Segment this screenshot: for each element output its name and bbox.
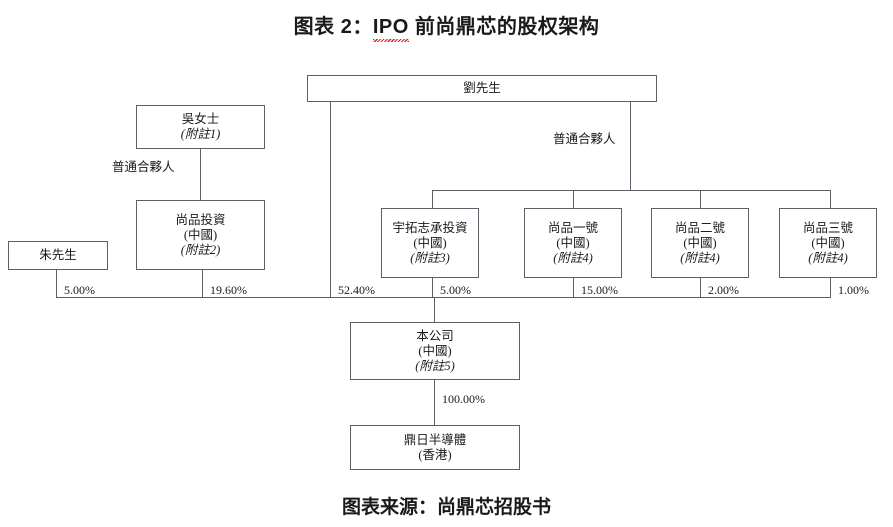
node-zhu[interactable]: 朱先生 xyxy=(8,241,108,270)
gp-distribution-bar xyxy=(432,190,831,191)
node-dingri-region: (香港) xyxy=(418,447,452,462)
edge-label-gp-left: 普通合夥人 xyxy=(110,160,177,174)
connector-wu-to-shangpin-investment xyxy=(200,149,201,200)
ownership-collection-bus xyxy=(56,297,831,298)
node-shangpin-1[interactable]: 尚品一號 (中國) (附註4) xyxy=(524,208,622,278)
node-shangpin-investment-name: 尚品投資 xyxy=(175,212,226,227)
page-title-prefix: 图表 2： xyxy=(293,16,373,38)
node-shangpin-investment[interactable]: 尚品投資 (中國) (附註2) xyxy=(136,200,265,270)
node-wu-name: 吳女士 xyxy=(181,112,220,126)
node-yutuo[interactable]: 宇拓志承投資 (中國) (附註3) xyxy=(381,208,479,278)
node-shangpin-3-region: (中國) xyxy=(811,235,845,250)
node-shangpin-1-name: 尚品一號 xyxy=(547,220,598,235)
connector-shangpin-1-to-bus xyxy=(573,278,574,298)
connector-liu-direct-to-bus xyxy=(330,102,331,298)
connector-gp-bar-to-shangpin-2 xyxy=(700,190,701,208)
node-shangpin-2[interactable]: 尚品二號 (中國) (附註4) xyxy=(651,208,749,278)
connector-liu-to-gp-bar xyxy=(630,102,631,190)
node-liu[interactable]: 劉先生 xyxy=(307,75,657,102)
connector-yutuo-to-bus xyxy=(432,278,433,298)
node-shangpin-1-region: (中國) xyxy=(556,235,590,250)
node-shangpin-investment-note: (附註2) xyxy=(180,242,221,257)
edge-label-zhu-percent: 5.00% xyxy=(62,283,97,297)
node-shangpin-1-note: (附註4) xyxy=(553,250,593,265)
node-shangpin-3[interactable]: 尚品三號 (中國) (附註4) xyxy=(779,208,877,278)
node-company-region: (中國) xyxy=(418,343,452,358)
node-dingri[interactable]: 鼎日半導體 (香港) xyxy=(350,425,520,470)
connector-bus-to-company xyxy=(434,297,435,322)
node-shangpin-2-note: (附註4) xyxy=(680,250,720,265)
edge-label-yutuo-percent: 5.00% xyxy=(438,283,473,297)
edge-label-shangpin-2-percent: 2.00% xyxy=(706,283,741,297)
node-shangpin-3-note: (附註4) xyxy=(808,250,848,265)
connector-shangpin-investment-to-bus xyxy=(202,270,203,298)
edge-label-shangpin-3-percent: 1.00% xyxy=(836,283,871,297)
node-zhu-name: 朱先生 xyxy=(39,248,77,262)
node-company[interactable]: 本公司 (中國) (附註5) xyxy=(350,322,520,380)
node-liu-name: 劉先生 xyxy=(463,81,501,95)
chart-source: 图表来源：尚鼎芯招股书 xyxy=(341,497,551,518)
edge-label-liu-percent: 52.40% xyxy=(336,283,377,297)
page-title-suffix: 前尚鼎芯的股权架构 xyxy=(408,16,600,38)
node-yutuo-note: (附註3) xyxy=(410,250,450,265)
node-shangpin-investment-region: (中國) xyxy=(183,227,218,242)
connector-company-to-dingri xyxy=(434,380,435,425)
edge-label-dingri-percent: 100.00% xyxy=(440,392,487,406)
node-yutuo-name: 宇拓志承投資 xyxy=(392,220,468,235)
node-wu-note: (附註1) xyxy=(180,127,221,141)
connector-shangpin-2-to-bus xyxy=(700,278,701,298)
node-dingri-name: 鼎日半導體 xyxy=(403,432,467,447)
edge-label-gp-right: 普通合夥人 xyxy=(551,132,618,146)
connector-gp-bar-to-shangpin-1 xyxy=(573,190,574,208)
edge-label-shangpin-investment-percent: 19.60% xyxy=(208,283,249,297)
connector-shangpin-3-to-bus xyxy=(830,278,831,298)
edge-label-shangpin-1-percent: 15.00% xyxy=(579,283,620,297)
node-wu[interactable]: 吳女士 (附註1) xyxy=(136,105,265,149)
connector-gp-bar-to-shangpin-3 xyxy=(830,190,831,208)
node-shangpin-2-name: 尚品二號 xyxy=(674,220,725,235)
node-company-name: 本公司 xyxy=(416,328,454,343)
node-shangpin-2-region: (中國) xyxy=(683,235,717,250)
page-title-highlight: IPO xyxy=(372,16,409,42)
node-yutuo-region: (中國) xyxy=(413,235,447,250)
connector-gp-bar-to-yutuo xyxy=(432,190,433,208)
connector-zhu-to-bus xyxy=(56,270,57,298)
node-shangpin-3-name: 尚品三號 xyxy=(802,220,853,235)
page-title: 图表 2：IPO 前尚鼎芯的股权架构 xyxy=(0,10,893,42)
node-company-note: (附註5) xyxy=(415,358,455,373)
